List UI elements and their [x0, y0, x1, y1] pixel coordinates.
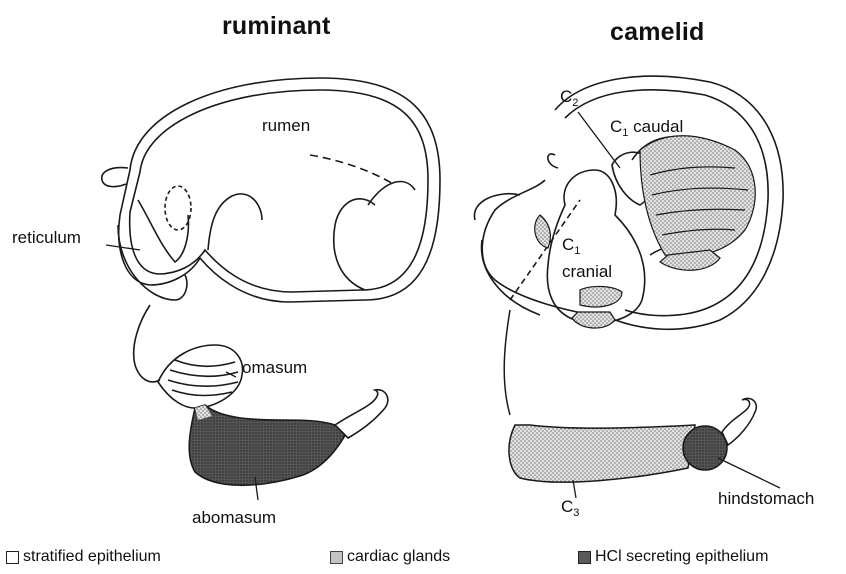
legend-cardiac: cardiac glands: [330, 548, 450, 566]
label-c1-cranial-c: C1: [562, 235, 580, 257]
rumen-pillar-right: [334, 199, 375, 290]
swatch-stratified: [6, 551, 19, 564]
label-abomasum: abomasum: [192, 508, 276, 528]
reticulum-wall: [138, 200, 188, 262]
legend-hcl-label: HCl secreting epithelium: [595, 548, 768, 566]
reticulum-leader: [106, 245, 140, 250]
swatch-cardiac: [330, 551, 343, 564]
c3-tube: [504, 310, 695, 482]
reticulum-outer: [118, 225, 187, 300]
legend-stratified-label: stratified epithelium: [23, 548, 161, 566]
omasum: [158, 345, 243, 408]
label-c2: C2: [560, 87, 578, 109]
abomasum: [189, 390, 388, 486]
legend-stratified: stratified epithelium: [6, 548, 161, 566]
label-c3: C3: [561, 497, 579, 519]
legend-hcl: HCl secreting epithelium: [578, 548, 768, 566]
rumen-caudal-sac: [368, 182, 415, 205]
label-hindstomach: hindstomach: [718, 489, 814, 509]
camelid-cardiac-glands: [535, 136, 756, 328]
label-rumen: rumen: [262, 116, 310, 136]
label-reticulum: reticulum: [12, 228, 81, 248]
title-ruminant: ruminant: [222, 12, 331, 41]
ruminant-connector: [134, 305, 160, 382]
hindstomach-leader: [718, 458, 780, 488]
reticulum-opening: [165, 186, 191, 230]
rumen-tail: [102, 168, 128, 187]
label-c1-caudal: C1 caudal: [610, 117, 683, 139]
legend-cardiac-label: cardiac glands: [347, 548, 450, 566]
label-c1-cranial-word: cranial: [562, 262, 612, 282]
rumen-dashed-line: [310, 155, 395, 185]
title-camelid: camelid: [610, 18, 705, 47]
swatch-hcl: [578, 551, 591, 564]
label-omasum: omasum: [242, 358, 307, 378]
rumen-pillar-left: [208, 194, 262, 250]
rumen-outer-wall: [119, 78, 440, 302]
c1-tail: [548, 154, 558, 168]
